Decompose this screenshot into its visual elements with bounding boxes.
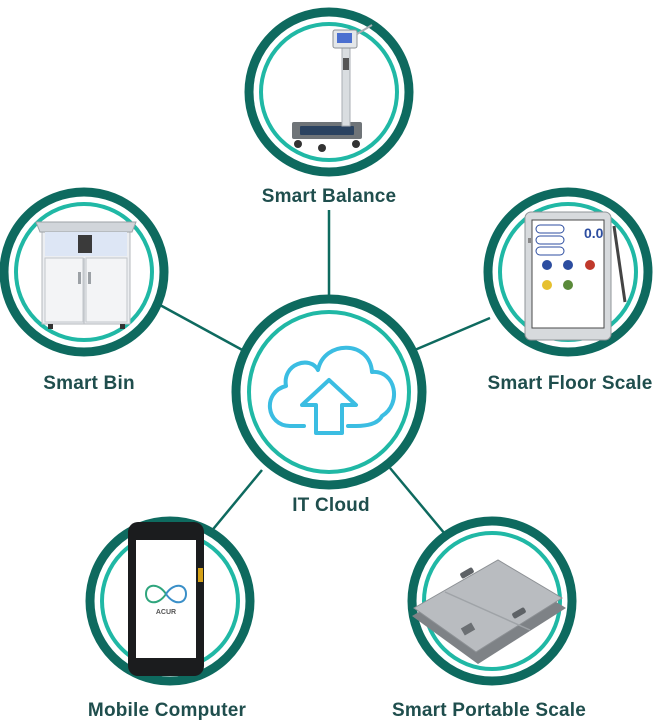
smart-portable-scale-label: Smart Portable Scale	[391, 700, 587, 721]
it-cloud-label: IT Cloud	[292, 495, 370, 516]
connector-smart-floor-scale	[409, 316, 491, 354]
smart-balance-label: Smart Balance	[261, 186, 397, 207]
smart-portable-scale-image	[412, 559, 566, 664]
floor-scale-screen-value: 0.0	[584, 225, 604, 241]
it-cloud-hub	[231, 294, 427, 490]
node-smart-floor-scale: 0.0	[483, 187, 653, 357]
infinity-logo-icon	[144, 584, 188, 604]
connector-smart-bin	[159, 303, 247, 354]
mobile-computer-image: ACUR	[128, 522, 204, 676]
mobile-computer-label: Mobile Computer	[87, 700, 247, 721]
smart-balance-scale-image	[292, 24, 373, 152]
smart-floor-scale-tablet-image: 0.0	[524, 211, 627, 341]
node-smart-bin	[0, 187, 169, 357]
node-smart-portable-scale	[407, 516, 577, 686]
smart-floor-scale-label: Smart Floor Scale	[487, 373, 653, 394]
smart-bin-label: Smart Bin	[43, 373, 135, 394]
node-mobile-computer: ACUR	[85, 516, 255, 686]
connector-smart-portable-scale	[389, 467, 451, 541]
mobile-screen-logo-text: ACUR	[156, 609, 176, 616]
smart-bin-cabinet-image	[35, 221, 137, 329]
node-smart-balance	[244, 7, 414, 177]
cloud-upload-icon	[268, 345, 397, 435]
